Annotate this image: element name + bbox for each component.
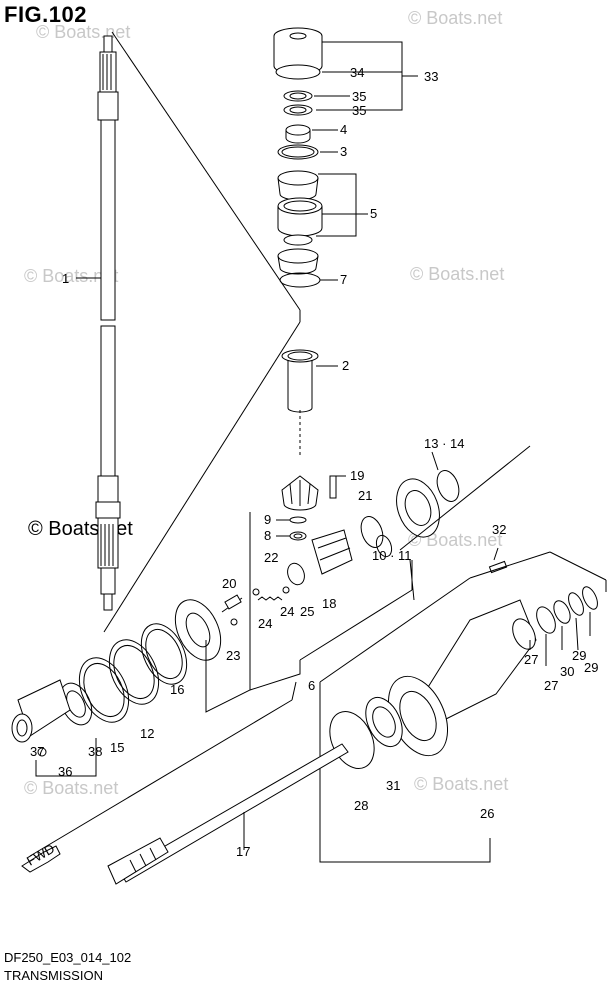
- callout-34: 34: [350, 65, 364, 80]
- callout-10-11: 10 · 11: [372, 548, 412, 563]
- figure-name: TRANSMISSION: [4, 968, 103, 983]
- callout-33: 33: [424, 69, 438, 84]
- callout-37: 37: [30, 744, 44, 759]
- callout-35a: 35: [352, 89, 366, 104]
- callout-27b: 27: [544, 678, 558, 693]
- callout-1: 1: [62, 271, 69, 286]
- callout-24b: 24: [280, 604, 294, 619]
- callout-2: 2: [342, 358, 349, 373]
- callout-36: 36: [58, 764, 72, 779]
- callout-12: 12: [140, 726, 154, 741]
- callout-19: 19: [350, 468, 364, 483]
- drive-shaft-part: [95, 35, 121, 611]
- callout-6: 6: [308, 678, 315, 693]
- callout-26: 26: [480, 806, 494, 821]
- callout-labels: 1 2 3 4 5 6 7 8 9 10 · 11 12 13 · 14 15 …: [24, 65, 598, 869]
- watermark: © Boats.net: [410, 264, 505, 284]
- callout-9: 9: [264, 512, 271, 527]
- callout-8: 8: [264, 528, 271, 543]
- watermark: © Boats.net: [24, 266, 119, 286]
- callout-35b: 35: [352, 103, 366, 118]
- callout-22: 22: [264, 550, 278, 565]
- callout-27a: 27: [524, 652, 538, 667]
- figure-code: DF250_E03_014_102: [4, 950, 132, 965]
- callout-32: 32: [492, 522, 506, 537]
- callout-29b: 29: [584, 660, 598, 675]
- callout-28: 28: [354, 798, 368, 813]
- callout-30: 30: [560, 664, 574, 679]
- callout-4: 4: [340, 122, 347, 137]
- watermark: © Boats.net: [408, 8, 503, 28]
- callout-3: 3: [340, 144, 347, 159]
- callout-20: 20: [222, 576, 236, 591]
- callout-25: 25: [300, 604, 314, 619]
- callout-17: 17: [236, 844, 250, 859]
- callout-16: 16: [170, 682, 184, 697]
- callout-13-14: 13 · 14: [424, 436, 464, 451]
- watermark: © Boats.net: [24, 778, 119, 798]
- watermark: © Boats.net: [414, 774, 509, 794]
- callout-29a: 29: [572, 648, 586, 663]
- callout-38: 38: [88, 744, 102, 759]
- callout-23: 23: [226, 648, 240, 663]
- callout-7: 7: [340, 272, 347, 287]
- callout-21: 21: [358, 488, 372, 503]
- callout-5: 5: [370, 206, 377, 221]
- callout-18: 18: [322, 596, 336, 611]
- figure-title: FIG.102: [4, 2, 87, 27]
- callout-31: 31: [386, 778, 400, 793]
- callout-15: 15: [110, 740, 124, 755]
- callout-24a: 24: [258, 616, 272, 631]
